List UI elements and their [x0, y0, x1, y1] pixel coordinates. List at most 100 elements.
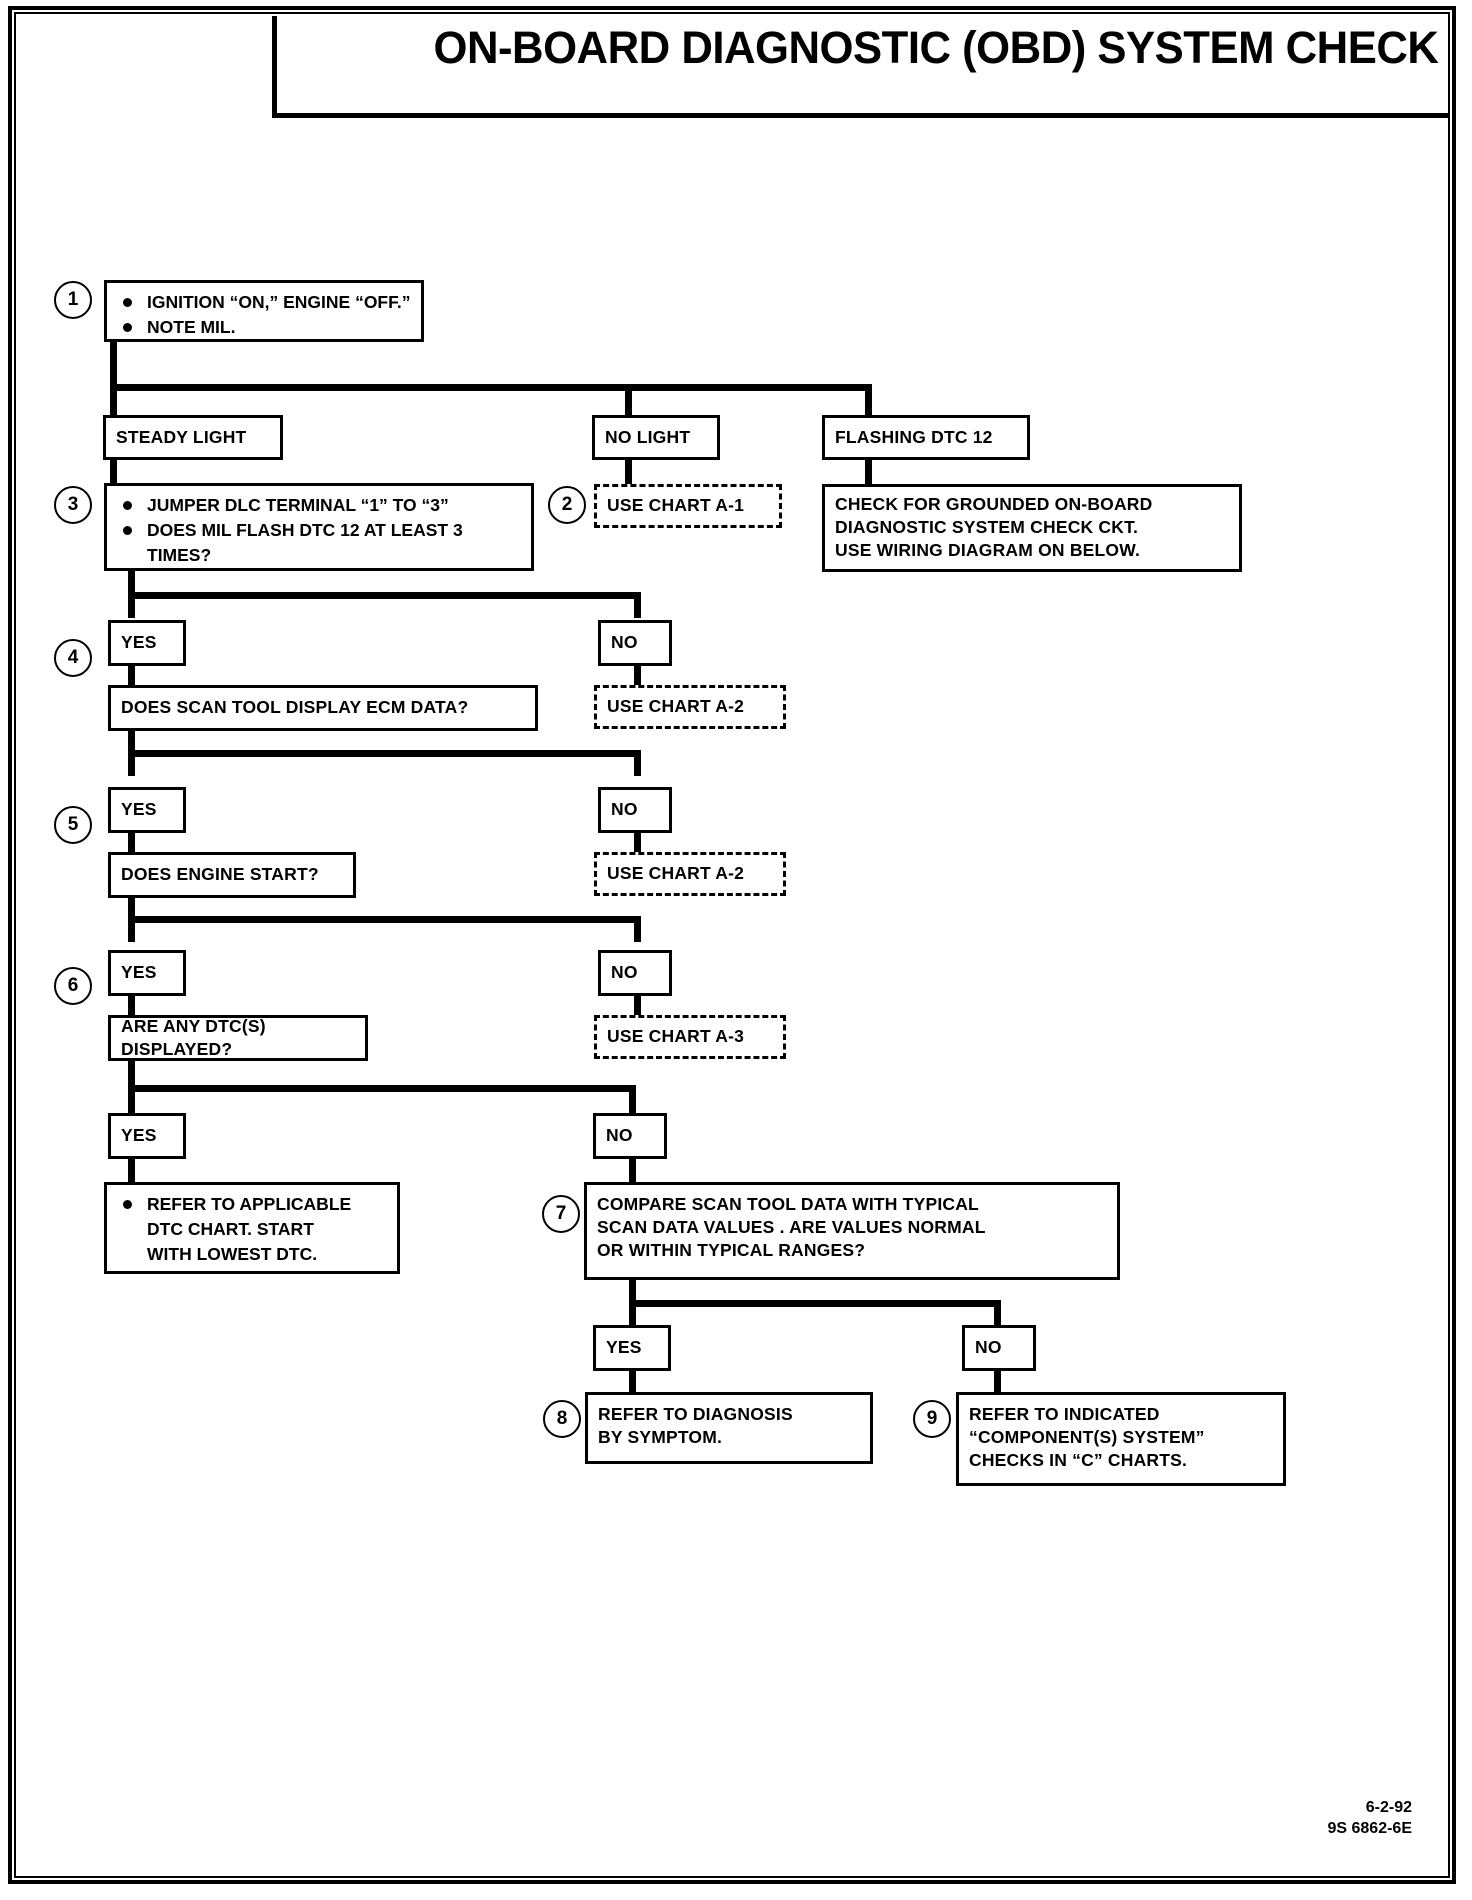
node-use-chart-a2-a: USE CHART A-2: [594, 685, 786, 729]
connector-no7-down: [629, 1158, 636, 1184]
use-chart-a1-label: USE CHART A-1: [607, 495, 745, 516]
page-inner-border: [14, 12, 1450, 1878]
no-9-label: NO: [975, 1337, 1002, 1358]
step3-bullet-2: DOES MIL FLASH DTC 12 AT LEAST 3 TIMES?: [119, 518, 521, 568]
node-yes-6: YES: [108, 950, 186, 996]
node-refer-indicated: REFER TO INDICATED “COMPONENT(S) SYSTEM”…: [956, 1392, 1286, 1486]
connector-to-flashing: [865, 384, 872, 416]
connector-step7-split: [629, 1300, 1001, 1307]
connector-step7-yes: [629, 1300, 636, 1326]
node-no-7: NO: [593, 1113, 667, 1159]
no-5-label: NO: [611, 799, 638, 820]
node-refer-applicable: REFER TO APPLICABLE DTC CHART. START WIT…: [104, 1182, 400, 1274]
node-steady-light: STEADY LIGHT: [103, 415, 283, 460]
step-marker-1: 1: [54, 281, 92, 319]
connector-flashing-to-check: [865, 459, 872, 485]
refer-indicated-text: REFER TO INDICATED “COMPONENT(S) SYSTEM”…: [969, 1404, 1205, 1471]
connector-no4-down: [634, 665, 641, 687]
use-chart-a2-a-label: USE CHART A-2: [607, 696, 745, 717]
node-yes-4: YES: [108, 620, 186, 666]
node-check-grounded: CHECK FOR GROUNDED ON-BOARD DIAGNOSTIC S…: [822, 484, 1242, 572]
connector-step7-down: [629, 1279, 636, 1303]
node-no-6: NO: [598, 950, 672, 996]
no-4-label: NO: [611, 632, 638, 653]
compare-scan-text: COMPARE SCAN TOOL DATA WITH TYPICAL SCAN…: [597, 1194, 986, 1261]
title-box: [272, 16, 1448, 118]
node-step3-jumper: JUMPER DLC TERMINAL “1” TO “3” DOES MIL …: [104, 483, 534, 571]
connector-no5-down: [634, 832, 641, 854]
connector-dtcs-down: [128, 1060, 135, 1090]
check-grounded-text: CHECK FOR GROUNDED ON-BOARD DIAGNOSTIC S…: [835, 494, 1153, 561]
step-marker-4: 4: [54, 639, 92, 677]
connector-step3-yes: [128, 592, 135, 618]
connector-scan-split: [128, 750, 641, 757]
footer: 6-2-92 9S 6862-6E: [1327, 1797, 1412, 1840]
connector-to-steady-light: [110, 384, 117, 416]
footer-code: 9S 6862-6E: [1327, 1820, 1412, 1838]
node-step1-ignition: IGNITION “ON,” ENGINE “OFF.” NOTE MIL.: [104, 280, 424, 342]
node-no-4: NO: [598, 620, 672, 666]
yes-4-label: YES: [121, 632, 157, 653]
step-marker-9: 9: [913, 1400, 951, 1438]
yes-7-label: YES: [121, 1125, 157, 1146]
node-yes-7: YES: [108, 1113, 186, 1159]
connector-step1-down: [110, 342, 117, 384]
step-marker-6: 6: [54, 967, 92, 1005]
connector-scan-down: [128, 730, 135, 752]
node-yes-8: YES: [593, 1325, 671, 1371]
connector-step3-split: [128, 592, 641, 599]
step-marker-7: 7: [542, 1195, 580, 1233]
connector-engine-no: [634, 916, 641, 942]
page-outer-border: [8, 6, 1456, 1884]
footer-date: 6-2-92: [1365, 1798, 1412, 1816]
connector-step3-down: [128, 571, 135, 595]
node-yes-5: YES: [108, 787, 186, 833]
connector-steady-to-step3: [110, 459, 117, 485]
use-chart-a3-label: USE CHART A-3: [607, 1026, 745, 1047]
connector-yes6-down: [128, 995, 135, 1017]
step1-bullet-1: IGNITION “ON,” ENGINE “OFF.”: [119, 290, 411, 315]
connector-engine-split: [128, 916, 641, 923]
connector-scan-no: [634, 750, 641, 776]
use-chart-a2-b-label: USE CHART A-2: [607, 863, 745, 884]
step3-bullet-1: JUMPER DLC TERMINAL “1” TO “3”: [119, 493, 521, 518]
node-no-light: NO LIGHT: [592, 415, 720, 460]
connector-engine-down: [128, 897, 135, 919]
connector-dtcs-yes: [128, 1085, 135, 1115]
step1-bullet-2: NOTE MIL.: [119, 315, 411, 340]
yes-5-label: YES: [121, 799, 157, 820]
connector-no6-down: [634, 995, 641, 1017]
node-flashing-dtc12: FLASHING DTC 12: [822, 415, 1030, 460]
node-use-chart-a3: USE CHART A-3: [594, 1015, 786, 1059]
connector-dtcs-split: [128, 1085, 636, 1092]
node-engine-start: DOES ENGINE START?: [108, 852, 356, 898]
node-use-chart-a1: USE CHART A-1: [594, 484, 782, 528]
no-6-label: NO: [611, 962, 638, 983]
step-marker-8: 8: [543, 1400, 581, 1438]
yes-6-label: YES: [121, 962, 157, 983]
connector-yes4-down: [128, 665, 135, 687]
connector-engine-yes: [128, 916, 135, 942]
no-7-label: NO: [606, 1125, 633, 1146]
node-use-chart-a2-b: USE CHART A-2: [594, 852, 786, 896]
node-no-5: NO: [598, 787, 672, 833]
connector-to-no-light: [625, 384, 632, 416]
engine-start-label: DOES ENGINE START?: [121, 864, 319, 885]
node-any-dtcs: ARE ANY DTC(S) DISPLAYED?: [108, 1015, 368, 1061]
connector-nolight-to-a1: [625, 459, 632, 485]
connector-dtcs-no: [629, 1085, 636, 1115]
flashing-dtc12-label: FLASHING DTC 12: [835, 426, 993, 447]
page-title: ON-BOARD DIAGNOSTIC (OBD) SYSTEM CHECK: [433, 22, 1439, 73]
connector-yes7-down: [128, 1158, 135, 1184]
yes-8-label: YES: [606, 1337, 642, 1358]
no-light-label: NO LIGHT: [605, 426, 691, 447]
connector-scan-yes: [128, 750, 135, 776]
scan-tool-ecm-label: DOES SCAN TOOL DISPLAY ECM DATA?: [121, 697, 469, 718]
steady-light-label: STEADY LIGHT: [116, 426, 247, 447]
refer-diagnosis-text: REFER TO DIAGNOSIS BY SYMPTOM.: [598, 1404, 793, 1448]
node-compare-scan: COMPARE SCAN TOOL DATA WITH TYPICAL SCAN…: [584, 1182, 1120, 1280]
connector-step7-no: [994, 1300, 1001, 1326]
connector-step1-split: [110, 384, 872, 391]
node-scan-tool-ecm: DOES SCAN TOOL DISPLAY ECM DATA?: [108, 685, 538, 731]
